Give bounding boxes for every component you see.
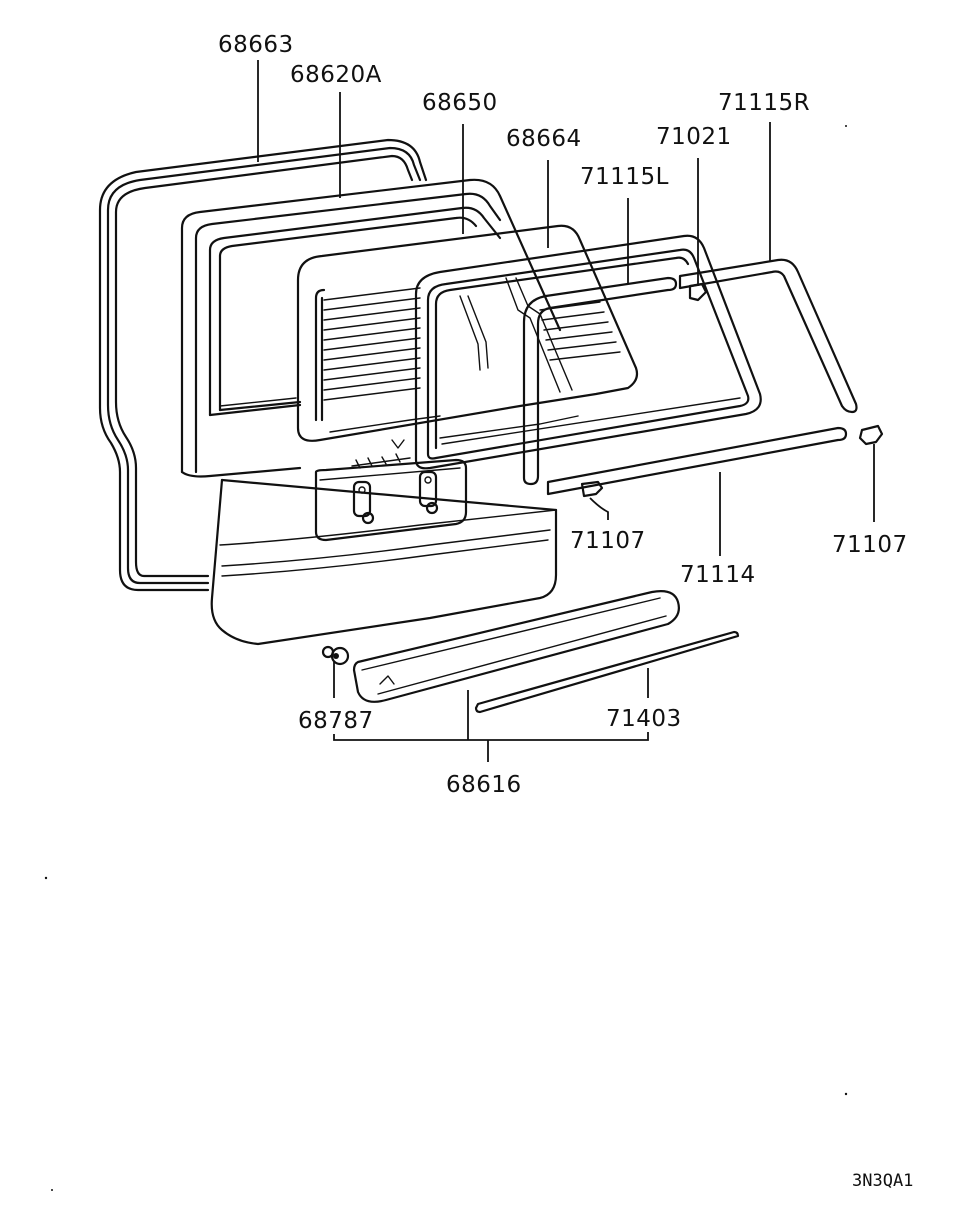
glass-weatherstrip <box>414 234 762 470</box>
part-label-68620a: 68620A <box>290 62 382 88</box>
part-label-68664: 68664 <box>506 126 582 152</box>
scan-dots <box>44 125 848 1191</box>
part-label-71107-left: 71107 <box>570 528 646 554</box>
part-label-71114: 71114 <box>680 562 756 588</box>
back-glass <box>296 224 639 442</box>
leader-lines <box>257 60 875 762</box>
part-label-71107-right: 71107 <box>832 532 908 558</box>
drawing-code: 3N3QA1 <box>852 1171 913 1191</box>
part-label-68663: 68663 <box>218 32 294 58</box>
part-label-71115r: 71115R <box>718 90 810 116</box>
part-label-68650: 68650 <box>422 90 498 116</box>
part-label-68787: 68787 <box>298 708 374 734</box>
part-label-71403: 71403 <box>606 706 682 732</box>
part-label-71021: 71021 <box>656 124 732 150</box>
molding-lower <box>546 426 848 496</box>
part-label-71115l: 71115L <box>580 164 669 190</box>
part-labels: 68663 68620A 68650 68664 71115L 71021 71… <box>218 32 913 1191</box>
moldings-side <box>522 258 858 486</box>
weatherstrip-outer <box>98 138 428 592</box>
back-door-panel <box>180 178 562 646</box>
garnish <box>321 590 740 714</box>
clips <box>580 424 884 498</box>
part-label-68616: 68616 <box>446 772 522 798</box>
